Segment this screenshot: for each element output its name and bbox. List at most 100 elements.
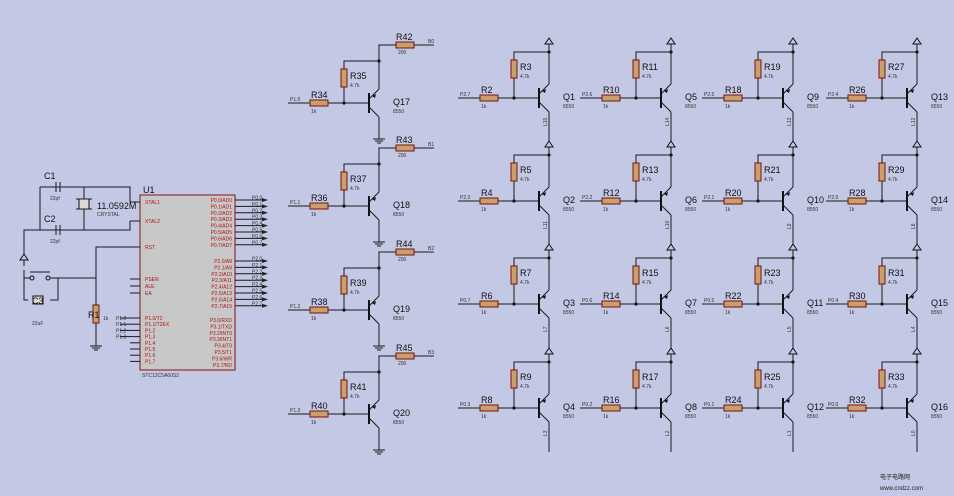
net-arrow <box>262 259 268 263</box>
cap-ref: C3 <box>32 296 44 306</box>
cap-value: 22uF <box>32 321 43 327</box>
resistor-ref: R4 <box>481 188 493 198</box>
transistor-collector <box>538 101 550 113</box>
transistor-part: 8550 <box>931 104 942 110</box>
resistor-value: 4.7k <box>350 83 360 89</box>
mcu-pin-label: P2.5/A13 <box>211 291 232 297</box>
pullup-resistor <box>632 59 640 79</box>
mcu-pin-label: P1.7 <box>145 359 156 365</box>
net-label: P2.3 <box>252 276 263 282</box>
resistor-value: 1k <box>481 310 487 316</box>
pullup-resistor <box>878 162 886 182</box>
wire <box>58 246 130 279</box>
resistor-value: 1k <box>849 310 855 316</box>
net-label: P2.1 <box>704 195 715 201</box>
net-label: P2.4 <box>252 282 263 288</box>
resistor-value: 4.7k <box>888 177 898 183</box>
transistor-arrow <box>542 89 546 93</box>
transistor-ref: Q3 <box>563 298 575 308</box>
transistor-arrow <box>542 399 546 403</box>
resistor-ref: R19 <box>764 62 781 72</box>
resistor-ref: R35 <box>350 71 367 81</box>
net-label: P2.5 <box>704 92 715 98</box>
base-resistor <box>601 197 621 205</box>
transistor-collector <box>660 411 672 423</box>
wire <box>635 257 671 266</box>
mcu-pin-label: P1.6 <box>145 353 156 359</box>
transistor-part: 8550 <box>393 212 404 218</box>
transistor-arrow <box>786 89 790 93</box>
transistor-arrow <box>910 89 914 93</box>
resistor-ref: R15 <box>642 268 659 278</box>
power-arrow <box>788 347 798 355</box>
wire <box>757 51 793 60</box>
wire <box>513 361 549 370</box>
transistor <box>660 186 672 216</box>
transistor-collector <box>782 101 794 113</box>
mcu-part: STC12C5A60S2 <box>142 373 179 379</box>
net-label: P2.1 <box>252 263 263 269</box>
transistor <box>538 83 550 113</box>
transistor-part: 8550 <box>393 109 404 115</box>
transistor-emitter <box>782 289 794 301</box>
wire <box>757 154 793 163</box>
net-arrow <box>262 223 268 228</box>
mcu-pin-label: P0.0/AD0 <box>211 198 233 204</box>
resistor-value: 4.7k <box>642 177 652 183</box>
wire <box>635 154 671 163</box>
transistor-collector <box>660 307 672 319</box>
resistor-value: 1k <box>849 104 855 110</box>
mcu-pin-label: P1.0/T2 <box>145 316 163 322</box>
wire <box>343 163 379 172</box>
net-arrow <box>262 284 268 289</box>
mcu-pin-label: P3.4/T0 <box>214 344 232 350</box>
transistor <box>538 186 550 216</box>
base-resistor <box>601 300 621 308</box>
power-arrow <box>544 37 554 45</box>
transistor-collector <box>368 417 380 429</box>
transistor-ref: Q2 <box>563 195 575 205</box>
resistor-ref: R2 <box>481 85 493 95</box>
resistor-ref: R7 <box>520 268 532 278</box>
resistor-ref: R21 <box>764 165 781 175</box>
transistor-ref: Q5 <box>685 92 697 102</box>
transistor-collector <box>660 101 672 113</box>
resistor-ref: R14 <box>603 291 620 301</box>
pullup-resistor <box>632 369 640 389</box>
transistor-part: 8550 <box>685 104 696 110</box>
resistor-value: 1k <box>725 310 731 316</box>
base-resistor <box>723 404 743 412</box>
column-net-label: L7 <box>543 326 549 332</box>
base-resistor <box>309 306 329 314</box>
mcu-pin-label: P0.5/AD5 <box>211 230 233 236</box>
base-resistor <box>723 197 743 205</box>
resistor-value: 1k <box>481 104 487 110</box>
resistor-value: 4.7k <box>888 74 898 80</box>
resistor-ref: R38 <box>311 297 328 307</box>
transistor-collector <box>538 411 550 423</box>
transistor <box>906 393 918 423</box>
wire <box>757 257 793 266</box>
transistor-arrow <box>542 192 546 196</box>
cap-value: 22pf <box>50 196 60 202</box>
mcu-pin-label: P0.1/AD1 <box>211 204 233 210</box>
net-label: P1.2 <box>116 328 127 334</box>
transistor-ref: Q16 <box>931 402 948 412</box>
transistor-emitter <box>660 289 672 301</box>
transistor-emitter <box>660 393 672 405</box>
resistor-ref: R42 <box>396 32 413 42</box>
power-arrow <box>912 140 922 148</box>
transistor-emitter <box>368 295 380 307</box>
wire <box>757 361 793 370</box>
crystal-type: CRYSTAL <box>97 212 120 218</box>
pullup-resistor <box>340 275 348 295</box>
wire <box>23 187 41 254</box>
column-net-label: L5 <box>787 326 793 332</box>
